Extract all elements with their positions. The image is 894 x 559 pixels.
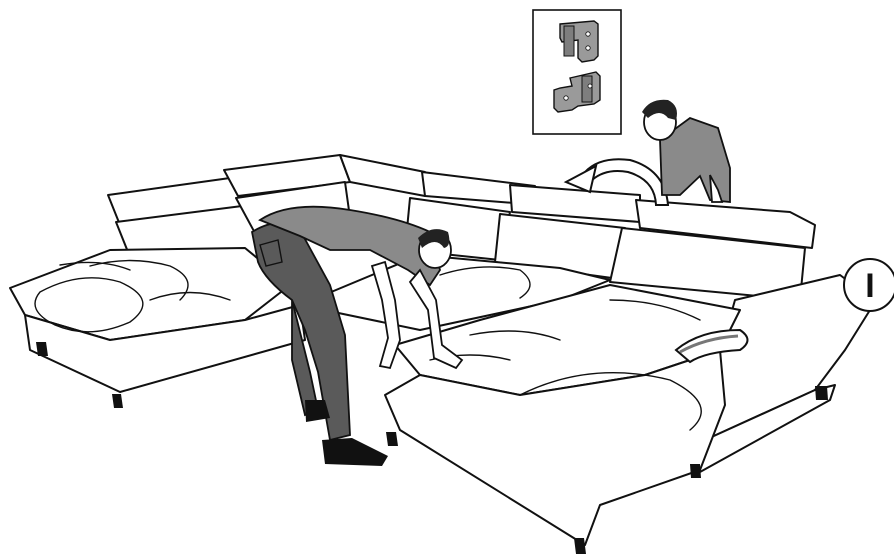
bracket-detail-inset [533, 10, 621, 134]
upper-bracket-icon [560, 21, 598, 62]
step-label: I [865, 267, 874, 305]
step-badge: I [844, 259, 894, 311]
